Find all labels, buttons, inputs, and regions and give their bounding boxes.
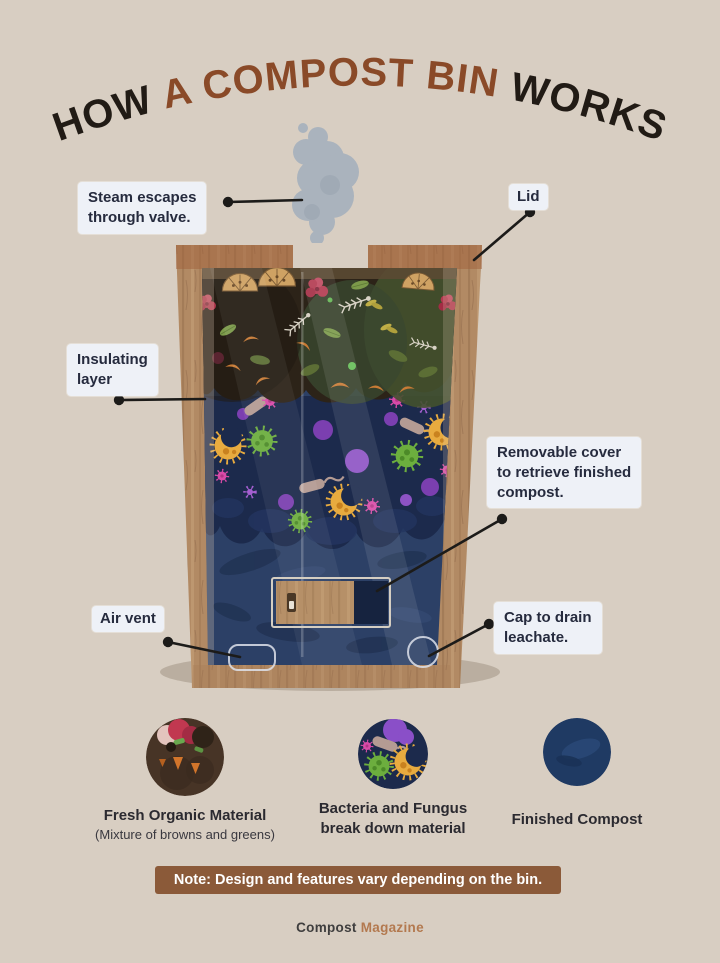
- leader-line-insulating: [117, 397, 207, 402]
- callout-lid: Lid: [509, 184, 548, 210]
- callout-insulating-line-2: layer: [77, 370, 113, 388]
- lid-vent-gap: [293, 243, 368, 270]
- air-vent-outline: [228, 644, 276, 671]
- callout-lid-line-1: Lid: [517, 188, 540, 205]
- callout-cap-line-2: leachate.: [504, 628, 569, 646]
- microbes: [206, 381, 464, 531]
- callout-insulating-line-1: Insulating: [77, 351, 148, 368]
- organic-scraps: [202, 268, 457, 394]
- leader-dot-cap: [483, 618, 495, 630]
- leader-line-cap: [427, 622, 491, 658]
- legend-fresh-organic-subtitle: (Mixture of browns and greens): [95, 826, 275, 842]
- fresh-organic-layer: [202, 268, 457, 408]
- legend-item-finished-compost: Finished Compost: [497, 718, 657, 830]
- footer-brand-accent: Magazine: [360, 920, 424, 935]
- leader-line-lid: [472, 210, 532, 262]
- leader-dot-air-vent: [162, 636, 174, 648]
- legend-fresh-organic-title: Fresh Organic Material: [103, 807, 267, 824]
- microbe-layer: [202, 381, 464, 549]
- leader-line-steam: [226, 198, 304, 204]
- legend-item-fresh-organic: Fresh Organic Material (Mixture of brown…: [85, 718, 285, 843]
- bin-lid-left: [176, 245, 293, 269]
- compost-door: [271, 577, 391, 628]
- note-bar: Note: Design and features vary depending…: [155, 866, 561, 894]
- callout-steam-line-1: Steam escapes: [88, 189, 197, 206]
- callout-insulating: Insulating layer: [67, 344, 158, 396]
- bacteria-fungus-circle-icon: [358, 719, 428, 789]
- legend-finished-compost-title: Finished Compost: [511, 811, 643, 828]
- callout-removable-line-2: to retrieve finished: [497, 463, 632, 481]
- leader-dot-steam: [222, 196, 234, 208]
- callout-removable-line-3: compost.: [497, 483, 564, 501]
- callout-removable: Removable cover to retrieve finished com…: [487, 437, 642, 509]
- legend-item-bacteria-fungus: Bacteria and Fungus break down material: [303, 719, 483, 838]
- page-title: HOW A COMPOST BIN WORKS: [47, 50, 672, 150]
- footer-brand-name: Compost: [296, 920, 357, 935]
- callout-removable-line-1: Removable cover: [497, 444, 622, 461]
- leader-line-air-vent: [166, 640, 242, 659]
- legend-bacteria-fungus-title: Bacteria and Fungus: [318, 800, 468, 817]
- bin-lid-right: [368, 245, 482, 269]
- callout-cap: Cap to drain leachate.: [494, 602, 602, 654]
- compost-bin: [176, 243, 482, 688]
- glass-reflection: [210, 268, 432, 665]
- callout-steam-line-2: through valve.: [88, 208, 191, 226]
- fresh-organic-circle-icon: [146, 718, 224, 796]
- legend-bacteria-fungus-subtitle: break down material: [320, 819, 466, 837]
- finished-compost-circle-icon: [543, 718, 611, 786]
- callout-air-vent: Air vent: [92, 606, 164, 632]
- bin-frame-bottom: [192, 665, 451, 688]
- callout-cap-line-1: Cap to drain: [504, 609, 592, 626]
- door-outline: [271, 577, 391, 628]
- leader-dot-insulating: [113, 394, 125, 406]
- leader-dot-removable: [496, 513, 508, 525]
- leader-line-removable: [375, 517, 504, 593]
- door-handle: [287, 593, 296, 612]
- callout-steam: Steam escapes through valve.: [78, 182, 207, 234]
- steam-cloud: [292, 123, 359, 252]
- callout-air-vent-line-1: Air vent: [100, 610, 156, 627]
